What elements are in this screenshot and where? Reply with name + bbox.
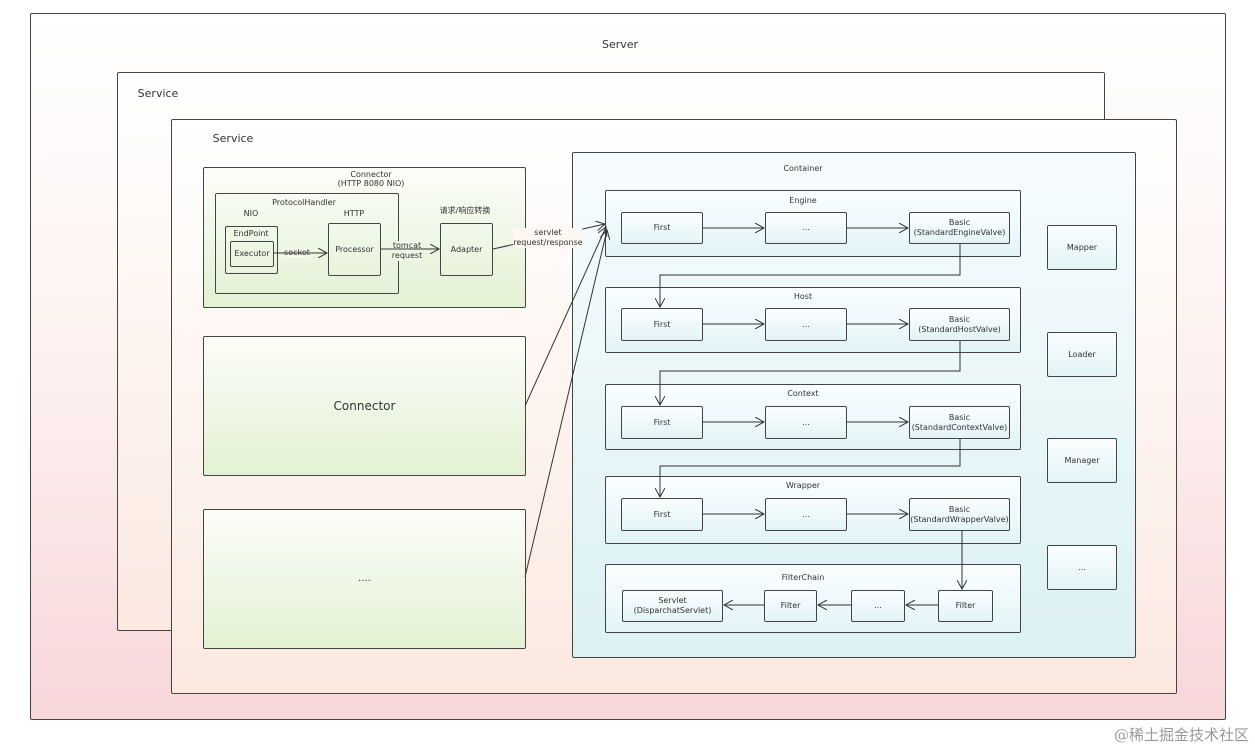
adapter-box: Adapter bbox=[440, 223, 493, 276]
container-label: Container bbox=[783, 164, 823, 173]
host-middle-valve: ... bbox=[765, 308, 847, 341]
connector-2: Connector bbox=[203, 336, 526, 476]
endpoint-box bbox=[225, 226, 278, 274]
host-basic-valve: Basic (StandardHostValve) bbox=[909, 308, 1010, 341]
filter-box-1: Filter bbox=[764, 590, 817, 622]
more-components-box: ... bbox=[1047, 545, 1117, 590]
filterchain-label: FilterChain bbox=[781, 573, 825, 582]
filter-middle-box: ... bbox=[851, 590, 905, 622]
engine-label: Engine bbox=[789, 196, 817, 205]
tomcat-request-label: tomcat request bbox=[391, 241, 423, 261]
context-to-wrapper-arrow bbox=[660, 439, 961, 497]
wrapper-basic-valve: Basic (StandardWrapperValve) bbox=[909, 498, 1010, 531]
nio-label: NIO bbox=[243, 209, 259, 218]
executor-box: Executor bbox=[230, 241, 274, 267]
filter-box-2: Filter bbox=[938, 590, 993, 622]
manager-box: Manager bbox=[1047, 438, 1117, 483]
endpoint-label: EndPoint bbox=[233, 229, 269, 238]
engine-basic-valve: Basic (StandardEngineValve) bbox=[909, 212, 1010, 244]
server-label: Server bbox=[601, 38, 639, 51]
context-middle-valve: ... bbox=[765, 406, 847, 439]
loader-box: Loader bbox=[1047, 332, 1117, 377]
host-to-context-arrow bbox=[660, 341, 961, 405]
wrapper-middle-valve: ... bbox=[765, 498, 847, 531]
connector-3: .... bbox=[203, 509, 526, 649]
context-first-valve: First bbox=[621, 406, 703, 439]
adapter-caption: 请求/响应转换 bbox=[439, 206, 491, 215]
servlet-box: Servlet (DisparchatServlet) bbox=[622, 590, 723, 622]
wrapper-first-valve: First bbox=[621, 498, 703, 531]
processor-box: Processor bbox=[328, 223, 381, 276]
engine-to-host-arrow bbox=[660, 244, 961, 307]
host-first-valve: First bbox=[621, 308, 703, 341]
protocol-handler-label: ProtocolHandler bbox=[272, 198, 336, 207]
engine-first-valve: First bbox=[621, 212, 703, 244]
wrapper-label: Wrapper bbox=[785, 481, 821, 490]
connector2-arrow bbox=[524, 227, 606, 407]
connector-subtitle: (HTTP 8080 NIO) bbox=[337, 179, 405, 188]
mapper-box: Mapper bbox=[1047, 225, 1117, 270]
context-label: Context bbox=[787, 389, 819, 398]
http-label: HTTP bbox=[343, 209, 365, 218]
service-label: Service bbox=[212, 132, 254, 145]
service-back-label: Service bbox=[137, 87, 179, 100]
context-basic-valve: Basic (StandardContextValve) bbox=[909, 406, 1010, 439]
engine-middle-valve: ... bbox=[765, 212, 847, 244]
servlet-request-label: servlet request/response bbox=[513, 228, 583, 248]
host-label: Host bbox=[793, 292, 813, 301]
connector-title: Connector bbox=[350, 170, 392, 179]
connector3-arrow bbox=[524, 230, 607, 578]
watermark: @稀土掘金技术社区 bbox=[1113, 726, 1249, 744]
